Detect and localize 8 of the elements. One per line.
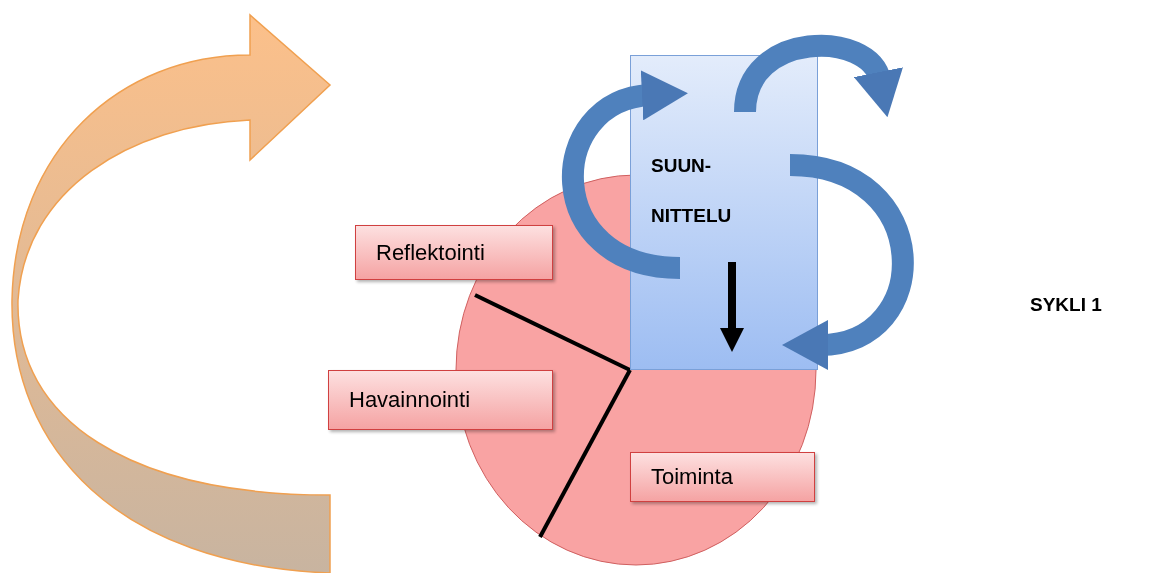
- cycle-label: SYKLI 1: [1030, 294, 1102, 316]
- label-box: [630, 452, 815, 502]
- label-box: [328, 370, 553, 430]
- stage-label: Toiminta: [651, 464, 733, 490]
- stage-label: Havainnointi: [349, 387, 471, 413]
- stage-label: Reflektointi: [376, 239, 485, 266]
- label-box: [355, 225, 553, 280]
- box-title: SUUN- NITTELU: [651, 154, 733, 228]
